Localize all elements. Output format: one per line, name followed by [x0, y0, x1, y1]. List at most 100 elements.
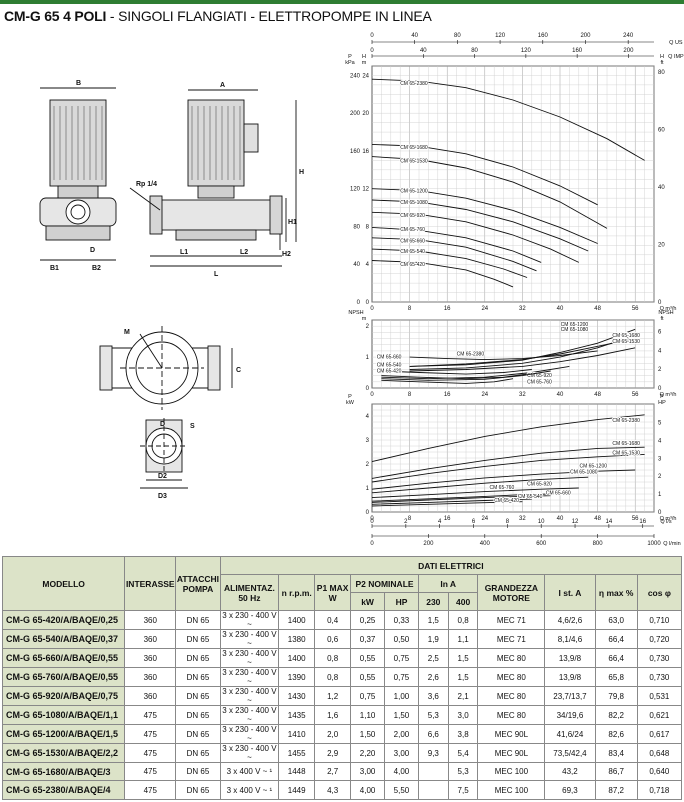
table-cell: 5,3	[417, 705, 449, 725]
table-cell: 87,2	[594, 780, 638, 800]
top-imp-tick-label: 160	[572, 48, 583, 54]
y-tick-label: 200	[350, 111, 361, 117]
table-cell: CM-G 65-540/A/BAQE/0,37	[1, 629, 126, 649]
table-cell: 3 x 230 - 400 V ~	[219, 686, 280, 706]
series-line	[409, 350, 598, 361]
series-line	[371, 487, 579, 499]
dim-a: A	[220, 82, 225, 89]
x-tick-label: 0	[370, 306, 374, 312]
y-unit-label: m	[362, 60, 367, 66]
table-cell: 43,2	[544, 761, 596, 782]
table-cell: 0,718	[636, 780, 683, 800]
y-tick-label-right: 0	[658, 386, 662, 392]
y-tick-label-right: 0	[658, 510, 662, 516]
series-line	[371, 493, 551, 502]
y-tick-label-right: 20	[658, 242, 665, 248]
col-230: 230	[417, 592, 449, 611]
table-cell: 0,6	[314, 629, 352, 649]
table-cell: MEC 80	[477, 667, 546, 687]
table-cell: 1390	[278, 667, 316, 687]
y-tick-label: 8	[366, 224, 370, 230]
table-cell: DN 65	[175, 724, 221, 744]
col-p2: P2 NOMINALE	[350, 574, 419, 593]
x-tick-label: 32	[519, 516, 526, 522]
y-tick-label: 4	[366, 262, 370, 268]
dim-l1: L1	[180, 249, 188, 256]
table-cell: 0,531	[636, 686, 683, 706]
top-imp-tick-label: 40	[420, 48, 427, 54]
x-tick-label: 48	[594, 306, 601, 312]
series-label: CM 65-2380	[612, 418, 640, 424]
table-cell: 2,6	[417, 667, 449, 687]
table-cell: 2,20	[350, 743, 386, 763]
series-label: CM 65-920	[527, 482, 552, 488]
y-unit-label: m	[362, 316, 367, 322]
series-line	[371, 188, 598, 244]
dim-s: S	[190, 423, 195, 430]
ls-tick-label: 8	[506, 519, 510, 525]
table-cell: 1,5	[447, 667, 479, 687]
series-label: CM 65-1530	[400, 158, 428, 164]
table-cell: MEC 80	[477, 686, 546, 706]
table-cell: 41,6/24	[544, 724, 596, 744]
y-tick-label-right: 40	[658, 185, 665, 191]
series-label: CM 65-660	[377, 355, 402, 361]
y-tick-label: 12	[362, 187, 369, 193]
series-label: CM 65-2380	[400, 81, 428, 87]
table-cell: MEC 71	[477, 629, 546, 649]
series-line	[371, 156, 608, 229]
series-label: CM 65-1200	[561, 322, 589, 328]
series-label: CM 65-2380	[457, 352, 485, 358]
x-tick-label: 48	[594, 392, 601, 398]
x-tick-label: 16	[444, 306, 451, 312]
ls-tick-label: 0	[370, 519, 374, 525]
y-unit-label: P	[660, 394, 664, 400]
table-cell: 3 x 230 - 400 V ~	[219, 743, 280, 763]
y-tick-label-right: 4	[658, 348, 662, 354]
series-label: CM 65-1080	[561, 327, 589, 333]
table-cell: DN 65	[175, 761, 221, 782]
table-cell: 1,10	[350, 705, 386, 725]
table-cell: CM-G 65-660/A/BAQE/0,55	[1, 648, 126, 668]
series-line	[371, 498, 532, 505]
table-cell: DN 65	[175, 780, 221, 800]
col-modello: MODELLO	[1, 556, 126, 611]
table-cell: DN 65	[175, 648, 221, 668]
y-tick-label-right: 5	[658, 421, 662, 427]
col-alimentaz: ALIMENTAZ. 50 Hz	[219, 574, 280, 611]
series-line	[381, 369, 532, 375]
x-tick-label: 48	[594, 516, 601, 522]
series-label: CM 65-420	[400, 262, 425, 268]
table-cell: 5,4	[447, 743, 479, 763]
x-axis-label: Q m³/h	[660, 306, 677, 312]
title-main: CM-G 65 4 POLI	[4, 8, 107, 24]
col-p1: P1 MAX W	[314, 574, 352, 611]
table-cell: 0,8	[314, 648, 352, 668]
series-line	[409, 347, 636, 372]
dim-rp: Rp 1/4	[136, 181, 157, 188]
y-tick-label: 16	[362, 149, 369, 155]
series-line	[381, 370, 551, 381]
y-unit-label: kPa	[345, 60, 355, 66]
series-line	[381, 373, 528, 380]
x-tick-label: 0	[370, 392, 374, 398]
y-tick-label: 240	[350, 73, 361, 79]
table-cell: 13,9/8	[544, 667, 596, 687]
top-us-tick-label: 80	[454, 33, 461, 39]
y-tick-label: 0	[366, 510, 370, 516]
y-tick-label-right: 6	[658, 329, 662, 335]
series-label: CM 65-1530	[612, 339, 640, 345]
table-cell: 4,3	[314, 780, 352, 800]
table-cell: 0,50	[384, 629, 419, 649]
series-label: CM 65-540	[400, 249, 425, 255]
x-tick-label: 8	[408, 392, 412, 398]
dim-m: M	[124, 329, 130, 336]
table-cell: DN 65	[175, 743, 221, 763]
table-cell: 1449	[278, 780, 316, 800]
dim-d: D	[90, 247, 95, 254]
series-line	[371, 237, 537, 272]
